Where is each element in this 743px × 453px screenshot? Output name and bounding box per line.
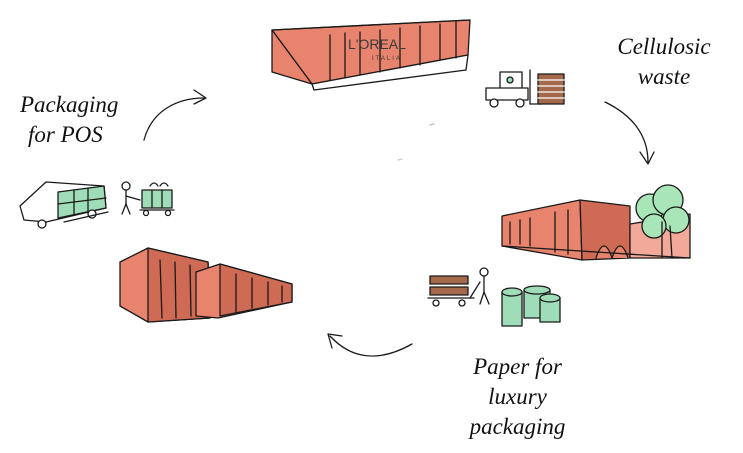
caption-line: waste: [637, 64, 691, 89]
loreal-logo-text: L'OREAL: [348, 36, 406, 52]
caption-paper-for-luxury-packaging: Paper for luxury packaging: [445, 352, 590, 442]
paper-rolls-icon: [501, 285, 561, 327]
caption-packaging-for-pos: Packaging for POS: [20, 90, 150, 150]
arrow-to-paper-mill: [604, 101, 649, 163]
tree-icon: [635, 184, 690, 259]
arrowhead: [639, 151, 655, 165]
worker-with-cart-icon: [121, 181, 175, 217]
cellulose-stack-icon: [537, 73, 565, 105]
caption-line: Paper for: [473, 354, 562, 379]
caption-cellulosic-waste: Cellulosic waste: [604, 32, 724, 92]
arrowhead: [193, 89, 207, 105]
pallet-with-worker-icon: [427, 267, 490, 307]
forklift-icon: [485, 69, 543, 108]
caption-line: luxury: [488, 384, 547, 409]
arrow-to-box-factory: [329, 335, 413, 357]
box-factory: [119, 247, 293, 323]
delivery-truck-icon: [19, 181, 109, 229]
loreal-warehouse: L'OREAL ITALIA: [271, 19, 471, 91]
arrowhead: [327, 333, 343, 349]
caption-line: Cellulosic: [617, 34, 711, 59]
caption-line: for POS: [28, 122, 103, 147]
caption-line: Packaging: [20, 92, 119, 117]
loreal-logo-sub: ITALIA: [372, 56, 402, 62]
arrow-to-loreal: [143, 97, 205, 141]
caption-line: packaging: [469, 414, 566, 439]
